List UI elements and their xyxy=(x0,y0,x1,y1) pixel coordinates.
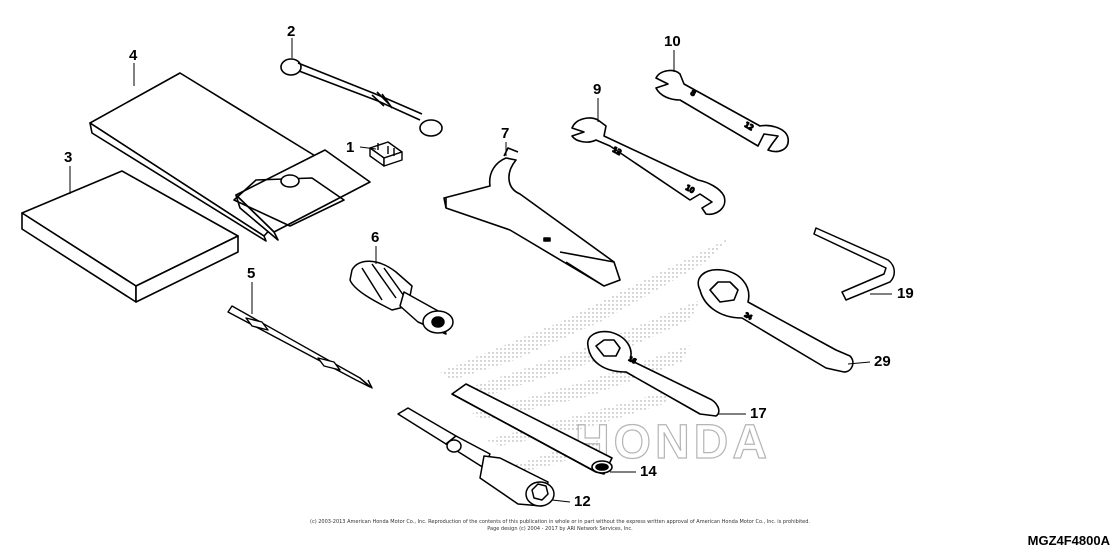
part-17-ring-spanner: 16 xyxy=(586,330,720,417)
part-4-tool-bag xyxy=(89,72,371,242)
callout-14: 14 xyxy=(640,463,657,480)
part-19-hex-key xyxy=(813,227,895,301)
callout-9: 9 xyxy=(593,81,602,98)
part-12-spark-plug-socket xyxy=(397,407,555,507)
copyright-line-1: (c) 2003-2013 American Honda Motor Co., … xyxy=(310,519,810,525)
leader-lines xyxy=(69,38,892,503)
drawing-code: MGZ4F4800A xyxy=(1027,533,1110,548)
callout-3: 3 xyxy=(64,149,73,166)
honda-wing-watermark: HONDA xyxy=(440,238,768,474)
spanner-17-size: 16 xyxy=(627,356,637,366)
callout-2: 2 xyxy=(287,23,296,40)
callout-12: 12 xyxy=(574,493,591,510)
wrench-10-size-a: 8 xyxy=(689,89,697,98)
callout-6: 6 xyxy=(371,229,380,246)
part-3-manual xyxy=(21,170,239,303)
part-10-wrench: 8 12 xyxy=(655,69,789,153)
spanner-29-size: 24 xyxy=(743,312,753,322)
callout-4: 4 xyxy=(129,47,138,64)
part-6-screwdriver-handle xyxy=(349,260,454,335)
callout-1: 1 xyxy=(346,139,355,156)
callout-5: 5 xyxy=(247,265,256,282)
callout-19: 19 xyxy=(897,285,914,302)
part-29-ring-spanner: 24 xyxy=(697,268,854,373)
part-2-cable xyxy=(280,58,443,137)
callout-10: 10 xyxy=(664,33,681,50)
part-14-extension-bar xyxy=(451,383,613,475)
part-1-clip xyxy=(369,141,403,167)
callout-17: 17 xyxy=(750,405,767,422)
copyright-notice: (c) 2003-2013 American Honda Motor Co., … xyxy=(220,519,900,533)
callout-29: 29 xyxy=(874,353,891,370)
part-5-screwdriver-shaft xyxy=(227,305,373,389)
part-7-pin-spanner xyxy=(443,147,621,287)
part-9-wrench: 12 10 xyxy=(571,117,726,216)
callout-7: 7 xyxy=(501,125,510,142)
copyright-line-2: Page design (c) 2004 - 2017 by ARI Netwo… xyxy=(487,526,633,532)
